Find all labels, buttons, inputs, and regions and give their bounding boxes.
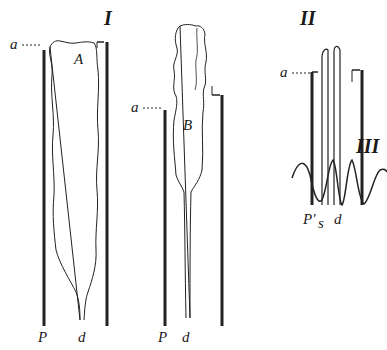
wall-line (106, 42, 109, 326)
wave-outline (292, 160, 387, 205)
part-letter: A (74, 52, 83, 67)
leader-line (292, 73, 310, 74)
wall-line (43, 50, 46, 326)
leader-line (143, 108, 163, 109)
part-letter: a (10, 37, 18, 52)
part-letter: B (183, 118, 192, 133)
cell-outline (50, 41, 99, 320)
part-letter: a (280, 65, 288, 80)
wall-line (164, 110, 167, 326)
part-letter: P (38, 330, 47, 345)
part-letter: d (182, 330, 190, 345)
figure-number: III (356, 136, 379, 156)
leader-line (22, 45, 42, 46)
part-letter: d (78, 330, 86, 345)
figure-number: II (300, 8, 316, 28)
cell-outline (173, 25, 206, 319)
figure-number: I (104, 8, 112, 28)
part-letter: a (131, 100, 139, 115)
part-letter: s (318, 216, 324, 231)
part-letter: P' (303, 212, 315, 227)
part-letter: d (334, 212, 342, 227)
part-letter: P (158, 330, 167, 345)
wall-line (221, 95, 224, 326)
